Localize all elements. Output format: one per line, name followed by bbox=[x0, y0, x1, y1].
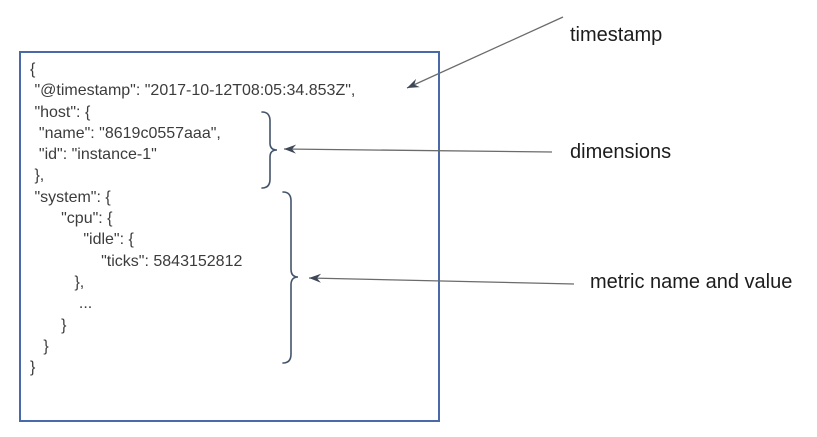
metric-name-and-value-label: metric name and value bbox=[590, 271, 793, 293]
json-document-box: { "@timestamp": "2017-10-12T08:05:34.853… bbox=[19, 51, 440, 422]
dimensions-label: dimensions bbox=[570, 141, 672, 163]
timestamp-label: timestamp bbox=[570, 24, 663, 46]
json-code: { "@timestamp": "2017-10-12T08:05:34.853… bbox=[30, 61, 356, 377]
